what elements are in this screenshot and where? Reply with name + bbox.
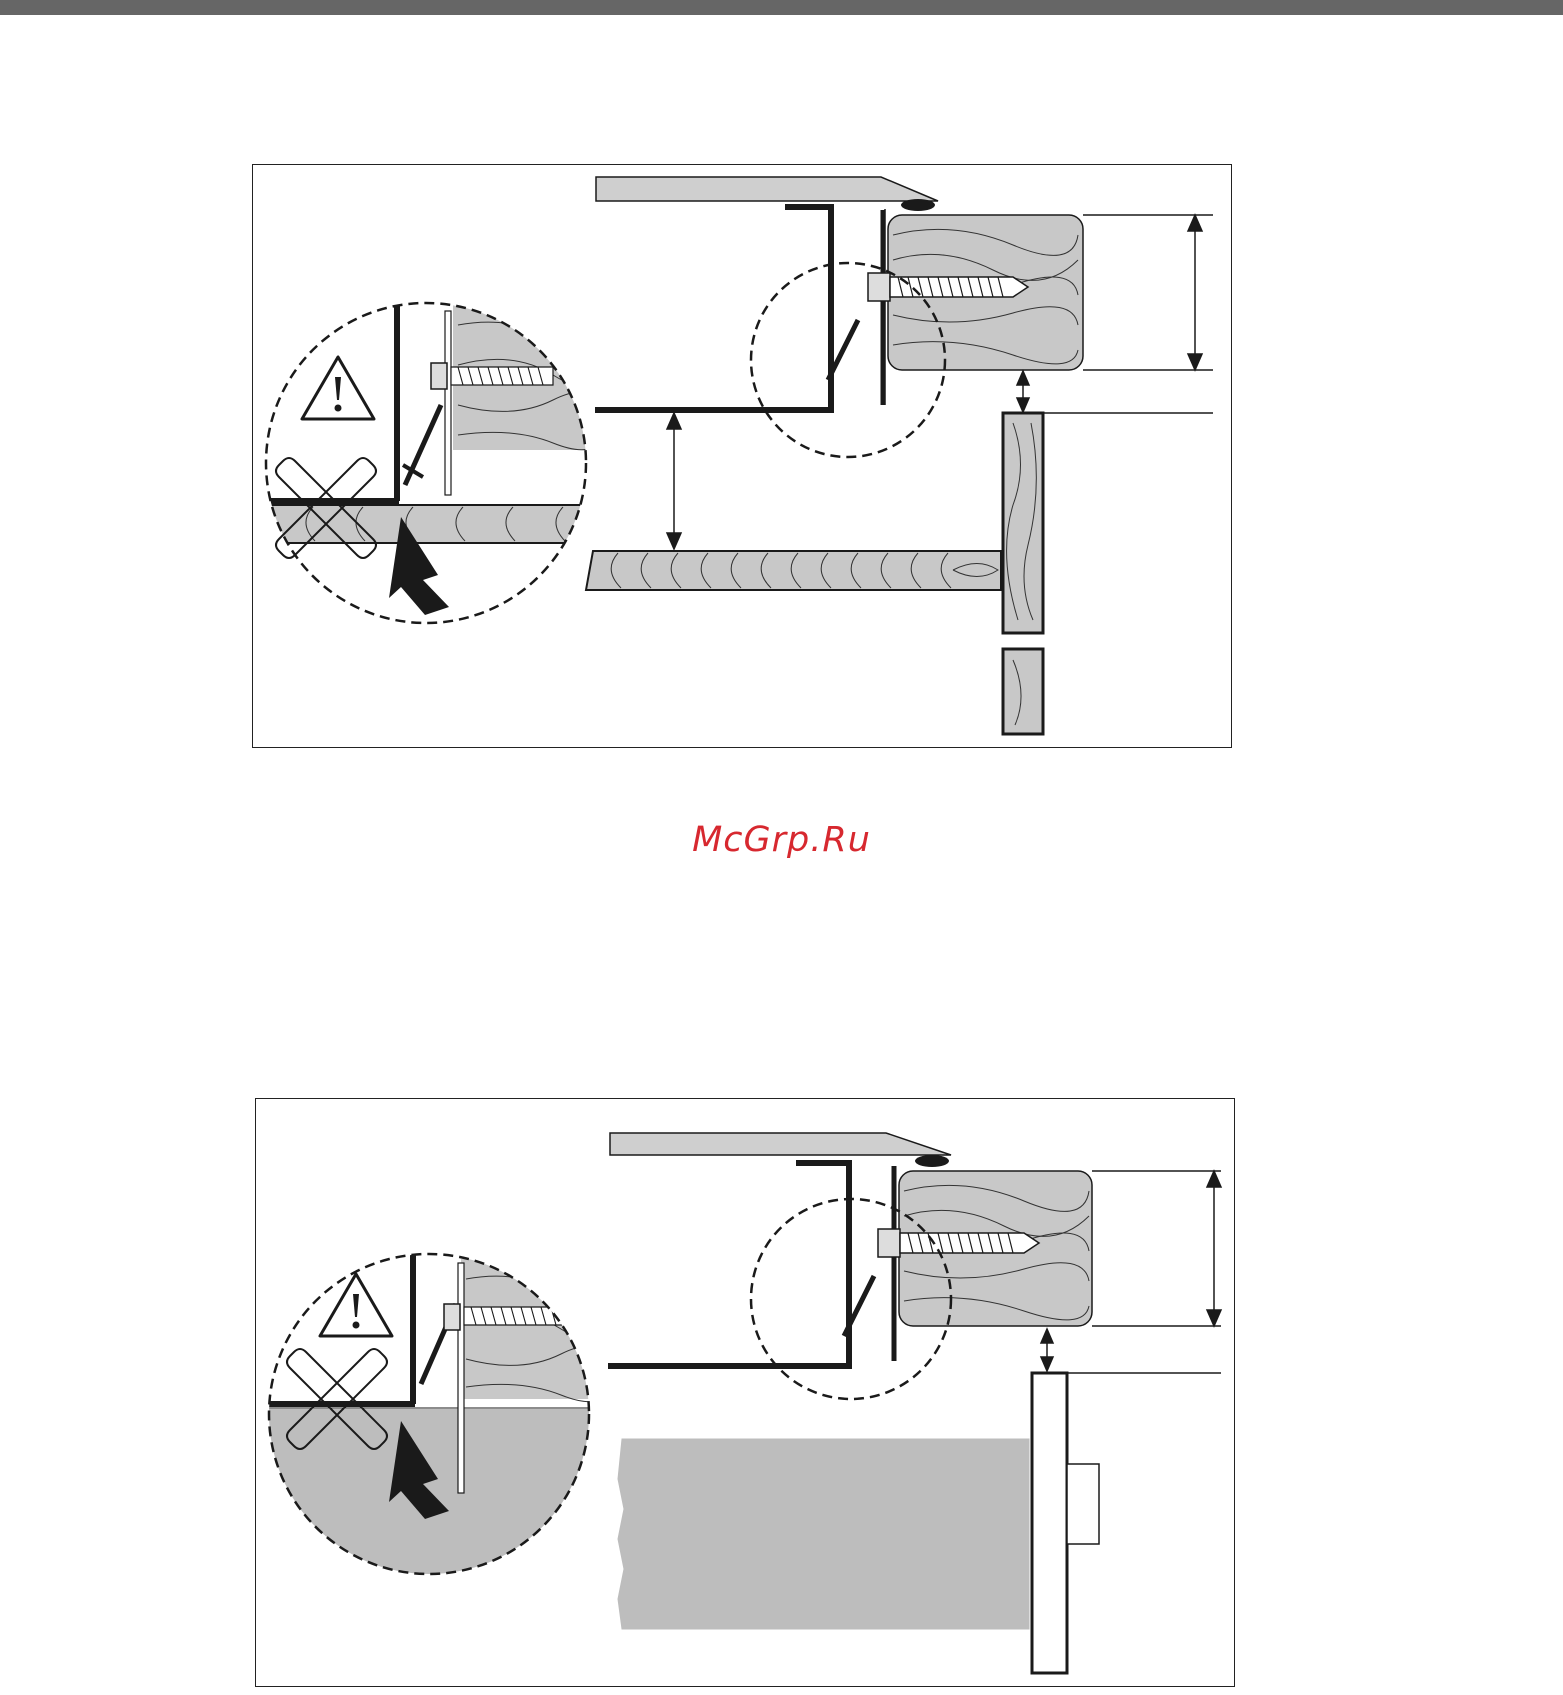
watermark-text: McGrp.Ru: [0, 820, 1563, 860]
page-top-bar: [0, 0, 1563, 15]
warning-triangle-icon: [302, 357, 374, 419]
shelf: [586, 551, 1001, 590]
seal: [901, 199, 935, 211]
installation-diagram-drawer: [255, 1098, 1235, 1687]
seal: [915, 1155, 949, 1167]
installation-diagram-shelf: [252, 164, 1232, 748]
side-panel: [1003, 413, 1043, 734]
zoom-detail: [253, 305, 613, 543]
drawer-front: [1032, 1373, 1099, 1673]
warning-triangle-icon: [320, 1274, 392, 1336]
hob-glass: [596, 177, 938, 201]
screw-icon: [878, 1229, 1039, 1257]
drawer-body: [618, 1439, 1029, 1629]
hob-glass: [610, 1133, 951, 1155]
clamp: [828, 210, 883, 405]
hob-body: [608, 1163, 849, 1366]
hob-body: [595, 207, 831, 410]
screw-icon: [868, 273, 1028, 301]
